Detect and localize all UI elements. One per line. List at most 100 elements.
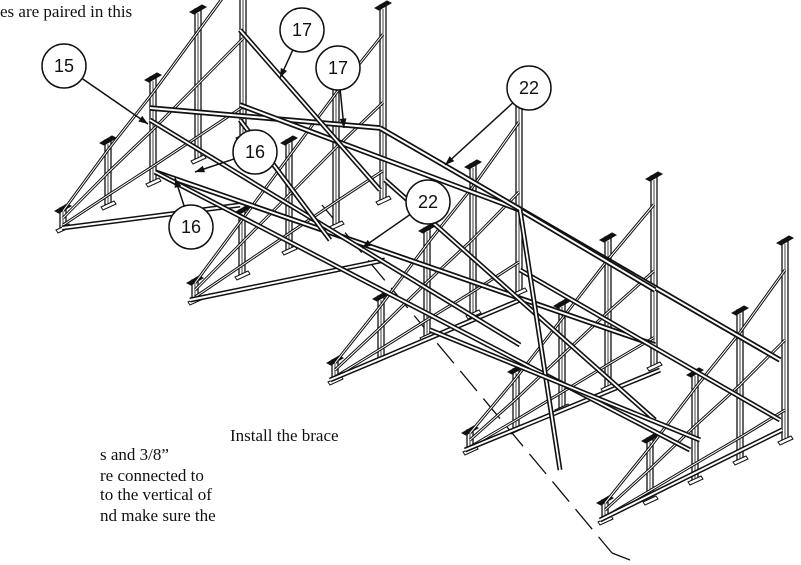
post-cap [373,0,393,11]
leader-arrowhead [195,165,205,173]
instruction-text-line-3: re connected to [100,466,204,485]
ladder-rung-highlight [604,468,651,511]
post-cap [644,171,664,182]
callout-label: 15 [54,56,74,76]
leader-line [444,102,514,166]
post-cap [463,159,483,170]
leader-arrowhead [138,115,148,124]
cross-brace-highlight [154,171,691,451]
ladder-rung-highlight [739,339,786,386]
post-foot [777,435,794,446]
top-rail-highlight [239,104,521,211]
callout-label: 17 [292,20,312,40]
ladder-rung-highlight [107,129,154,173]
top-rail-highlight [149,107,381,129]
leader-line [81,77,149,125]
callout-circle [168,204,214,250]
frame-ladder [595,235,795,526]
ladder-rung-highlight [426,238,474,283]
frame-ladder [185,0,393,306]
callout-circle [315,45,361,91]
callout-circle [506,65,552,111]
callout-16-c16b: 16 [168,204,214,250]
instruction-text-top: es are paired in this [0,2,133,21]
base-rail-highlight [599,429,783,521]
post-cap [279,135,299,146]
ladder-rung-highlight [197,0,222,32]
ladder-rung-highlight [107,92,154,151]
callout-label: 17 [328,58,348,78]
base-rail-highlight [189,259,386,301]
base-rails [61,102,784,523]
top-rail-highlight [154,171,656,346]
ladder-rung-highlight [694,437,741,465]
upright-post [325,355,345,386]
ladder-rung-highlight [472,191,520,240]
cross-brace-highlight [149,119,521,346]
callout-22-c22b: 22 [405,179,451,225]
dashed-centerline [321,204,613,554]
callout-circle [232,129,278,175]
callout-circle [405,179,451,225]
leader-line [361,213,411,249]
base-rail-highlight [329,299,521,381]
ladder-rung-highlight [515,355,563,400]
ladder-rung-highlight [515,391,563,421]
callout-leaders [81,49,514,249]
ladder-rung-highlight [334,304,382,364]
top-rail-highlight [519,209,656,291]
post-foot [234,270,251,281]
ladder-rung-highlight [380,281,428,328]
ladder-rung-highlight [472,121,520,187]
callout-label: 16 [181,217,201,237]
ladder-rung-highlight [194,264,243,298]
ladder-rung-highlight [194,219,243,284]
callout-17-c17b: 17 [315,45,361,91]
cross-brace-highlight [519,269,781,421]
leader-arrowhead [280,68,288,78]
callout-label: 16 [245,142,265,162]
base-rail-highlight [464,369,661,451]
post-foot [687,475,704,486]
ladder-rung-highlight [694,332,741,389]
post-foot [281,245,298,256]
ladder-rung-highlight [739,269,786,333]
callout-label: 22 [418,192,438,212]
post-foot [145,177,162,188]
upright-post [595,495,615,526]
ladder-rung-highlight [62,172,109,219]
ladder-rung-highlight [197,106,244,137]
ladder-rung-highlight [469,398,517,441]
cross-brace-highlight [239,29,381,191]
post-cap [730,305,750,316]
dashed-centerline-end [611,552,631,561]
callout-circle [279,7,325,53]
ladder-rung-highlight [152,31,199,94]
post-foot [375,195,392,206]
callout-22-c22a: 22 [506,65,552,111]
callout-15-c15: 15 [41,43,87,89]
instruction-text-line-4: to the vertical of [100,485,212,504]
ladder-rung-highlight [62,149,109,212]
post-foot [642,495,659,506]
leader-arrowhead [362,239,372,248]
ladder-rung-highlight [152,83,199,130]
ladder-rung-highlight [561,311,609,356]
instruction-text-line-5: nd make sure the [100,506,216,525]
ladder-rung-highlight [607,270,655,313]
ladder-rung-highlight [241,194,290,243]
base-rail-highlight [61,204,241,229]
ladder-rung-highlight [649,387,696,448]
callout-circle [41,43,87,89]
ladder-rung-highlight [739,409,786,438]
instruction-text-line-1: Install the brace [230,426,339,445]
leader-arrowhead [445,156,455,165]
post-foot [190,154,207,165]
callout-16-c16a: 16 [232,129,278,175]
cross-brace-highlight [519,209,561,471]
cross-brace-highlight [429,329,701,441]
post-cap [775,235,795,246]
post-cap [598,232,618,243]
